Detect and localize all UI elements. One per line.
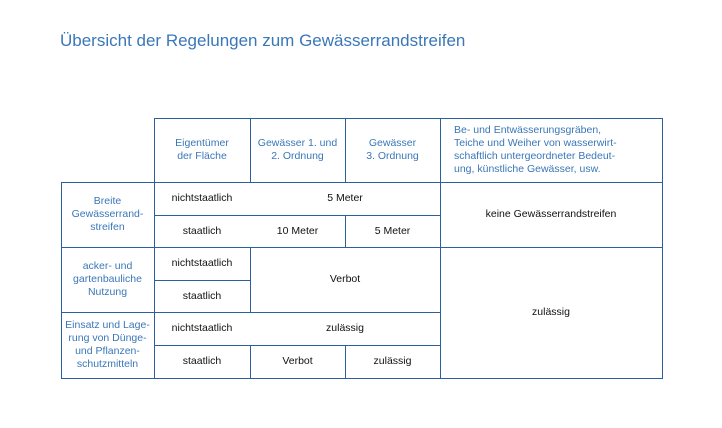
table-line <box>250 118 251 182</box>
table-line <box>345 215 346 247</box>
header-ordnung-1-2: Gewässer 1. und 2. Ordnung <box>257 137 338 162</box>
table-line <box>61 312 441 313</box>
table-line <box>154 215 441 216</box>
nutzung-value: Verbot <box>329 273 361 285</box>
table-line <box>61 182 62 378</box>
table-line <box>61 247 663 248</box>
duenge-staatlich-ordnung-3: zulässig <box>373 355 412 367</box>
owner-staatlich: staatlich <box>182 289 222 302</box>
row-label-duengemittel: Einsatz und Lage- rung von Dünge- und Pf… <box>65 319 150 370</box>
table-line <box>154 118 155 378</box>
sonstige-lower-value: zulässig <box>532 306 570 318</box>
breite-staatlich-ordnung-3: 5 Meter <box>374 224 411 237</box>
header-ordnung-3: Gewässer 3. Ordnung <box>366 137 419 162</box>
table-line <box>154 280 250 281</box>
owner-nichtstaatlich: nichtstaatlich <box>171 192 233 204</box>
row-label-nutzung: acker- und gartenbauliche Nutzung <box>73 260 142 298</box>
duenge-staatlich-ordnung-1-2: Verbot <box>282 355 313 367</box>
table-line <box>61 182 663 183</box>
table-line <box>61 378 663 379</box>
duenge-nichtstaatlich-value: zulässig <box>326 322 364 334</box>
page-title: Übersicht der Regelungen zum Gewässerran… <box>60 31 466 50</box>
table-line <box>440 118 441 378</box>
table-line <box>154 118 663 119</box>
table-line <box>250 345 251 378</box>
table-line <box>154 345 441 346</box>
owner-nichtstaatlich: nichtstaatlich <box>171 322 233 334</box>
table-line <box>345 345 346 378</box>
breite-nichtstaatlich-value: 5 Meter <box>327 192 363 204</box>
row-label-breite: Breite Gewässerrand- streifen <box>71 195 144 233</box>
table-line <box>250 247 251 312</box>
breite-staatlich-ordnung-1-2: 10 Meter <box>276 224 319 237</box>
table-line <box>662 118 663 378</box>
breite-sonstige: keine Gewässerrandstreifen <box>485 208 617 220</box>
header-eigentuemer: Eigentümer der Fläche <box>175 137 229 162</box>
owner-staatlich: staatlich <box>182 355 222 367</box>
header-sonstige-gewaesser: Be- und Entwässerungsgräben, Teiche und … <box>454 124 617 175</box>
table-line <box>345 118 346 182</box>
owner-nichtstaatlich: nichtstaatlich <box>171 257 233 269</box>
owner-staatlich: staatlich <box>182 224 222 237</box>
